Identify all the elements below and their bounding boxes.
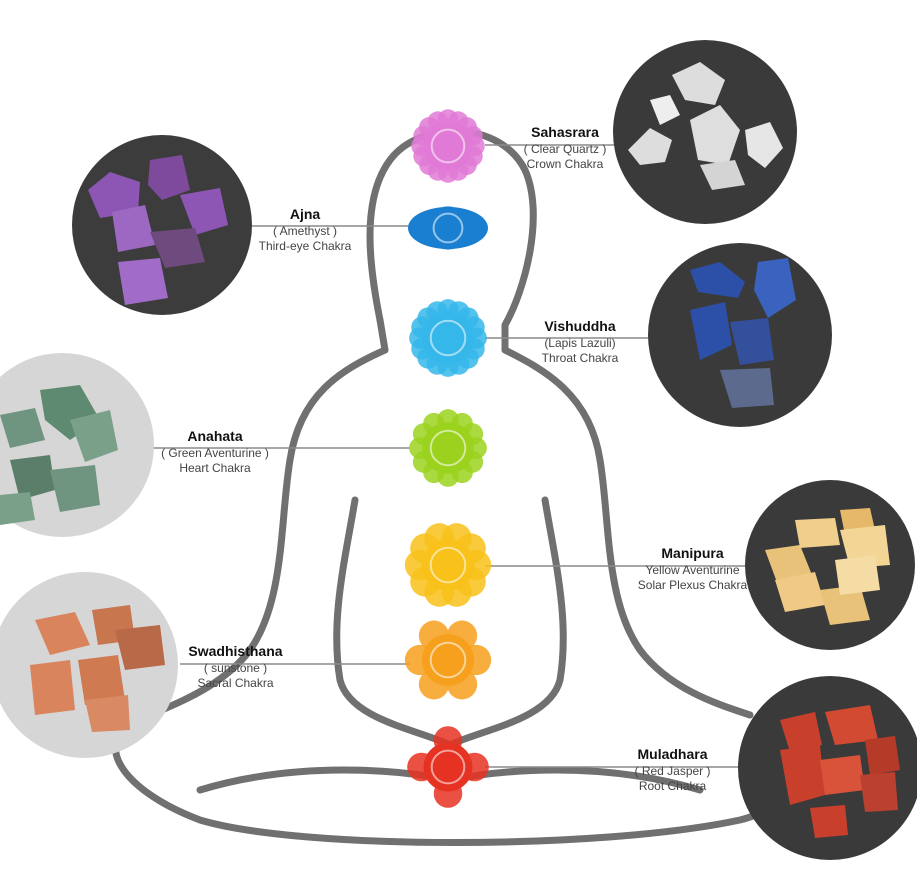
chakra-symbol-ajna	[408, 206, 488, 250]
chakra-name: Vishuddha	[544, 318, 616, 334]
chakra-symbol-muladhara	[407, 726, 489, 808]
chakra-name: Anahata	[187, 428, 243, 444]
chakra-title: Root Chakra	[638, 778, 707, 793]
stone-name: ( sunstone )	[203, 660, 268, 675]
chakra-title: Heart Chakra	[179, 460, 251, 475]
stone-name: ( Amethyst )	[272, 223, 337, 238]
chakra-name: Ajna	[289, 206, 321, 222]
chakra-name: Sahasrara	[531, 124, 599, 140]
photo-red-jasper	[738, 676, 917, 860]
stone-photos	[0, 40, 917, 860]
photo-amethyst	[72, 135, 252, 315]
chakra-symbol-anahata	[409, 409, 487, 487]
chakra-title: Third-eye Chakra	[258, 238, 352, 253]
label-sahasrara: Sahasrara ( Clear Quartz ) Crown Chakra	[510, 124, 620, 172]
chakra-name: Muladhara	[637, 746, 708, 762]
connector-lines	[150, 144, 760, 768]
chakra-symbols	[404, 109, 492, 808]
chakra-name: Manipura	[661, 545, 724, 561]
label-vishuddha: Vishuddha (Lapis Lazuli) Throat Chakra	[520, 318, 640, 366]
chakra-symbol-sahasrara	[411, 109, 485, 183]
photo-yellow-aventurine	[745, 480, 915, 650]
chakra-title: Sacral Chakra	[197, 675, 274, 690]
stone-name: ( Green Aventurine )	[161, 445, 269, 460]
chakra-title: Throat Chakra	[541, 350, 619, 365]
chakra-title: Solar Plexus Chakra	[637, 577, 748, 592]
chakra-symbol-manipura	[404, 523, 492, 607]
label-muladhara: Muladhara ( Red Jasper ) Root Chakra	[615, 746, 730, 794]
photo-lapis-lazuli	[648, 243, 832, 427]
chakra-title: Crown Chakra	[526, 156, 604, 171]
chakra-symbol-vishuddha	[409, 299, 487, 377]
stone-name: ( Clear Quartz )	[523, 141, 607, 156]
label-anahata: Anahata ( Green Aventurine ) Heart Chakr…	[145, 428, 285, 476]
photo-clear-quartz	[613, 40, 797, 224]
photo-green-aventurine	[0, 353, 154, 537]
label-ajna: Ajna ( Amethyst ) Third-eye Chakra	[245, 206, 365, 254]
stone-name: (Lapis Lazuli)	[544, 335, 616, 350]
chakra-name: Swadhisthana	[188, 643, 283, 659]
chakra-symbol-swadhisthana	[404, 620, 492, 700]
label-swadhisthana: Swadhisthana ( sunstone ) Sacral Chakra	[178, 643, 293, 691]
label-manipura: Manipura Yellow Aventurine Solar Plexus …	[625, 545, 760, 593]
photo-sunstone	[0, 572, 178, 758]
stone-name: Yellow Aventurine	[645, 562, 740, 577]
stone-name: ( Red Jasper )	[634, 763, 711, 778]
